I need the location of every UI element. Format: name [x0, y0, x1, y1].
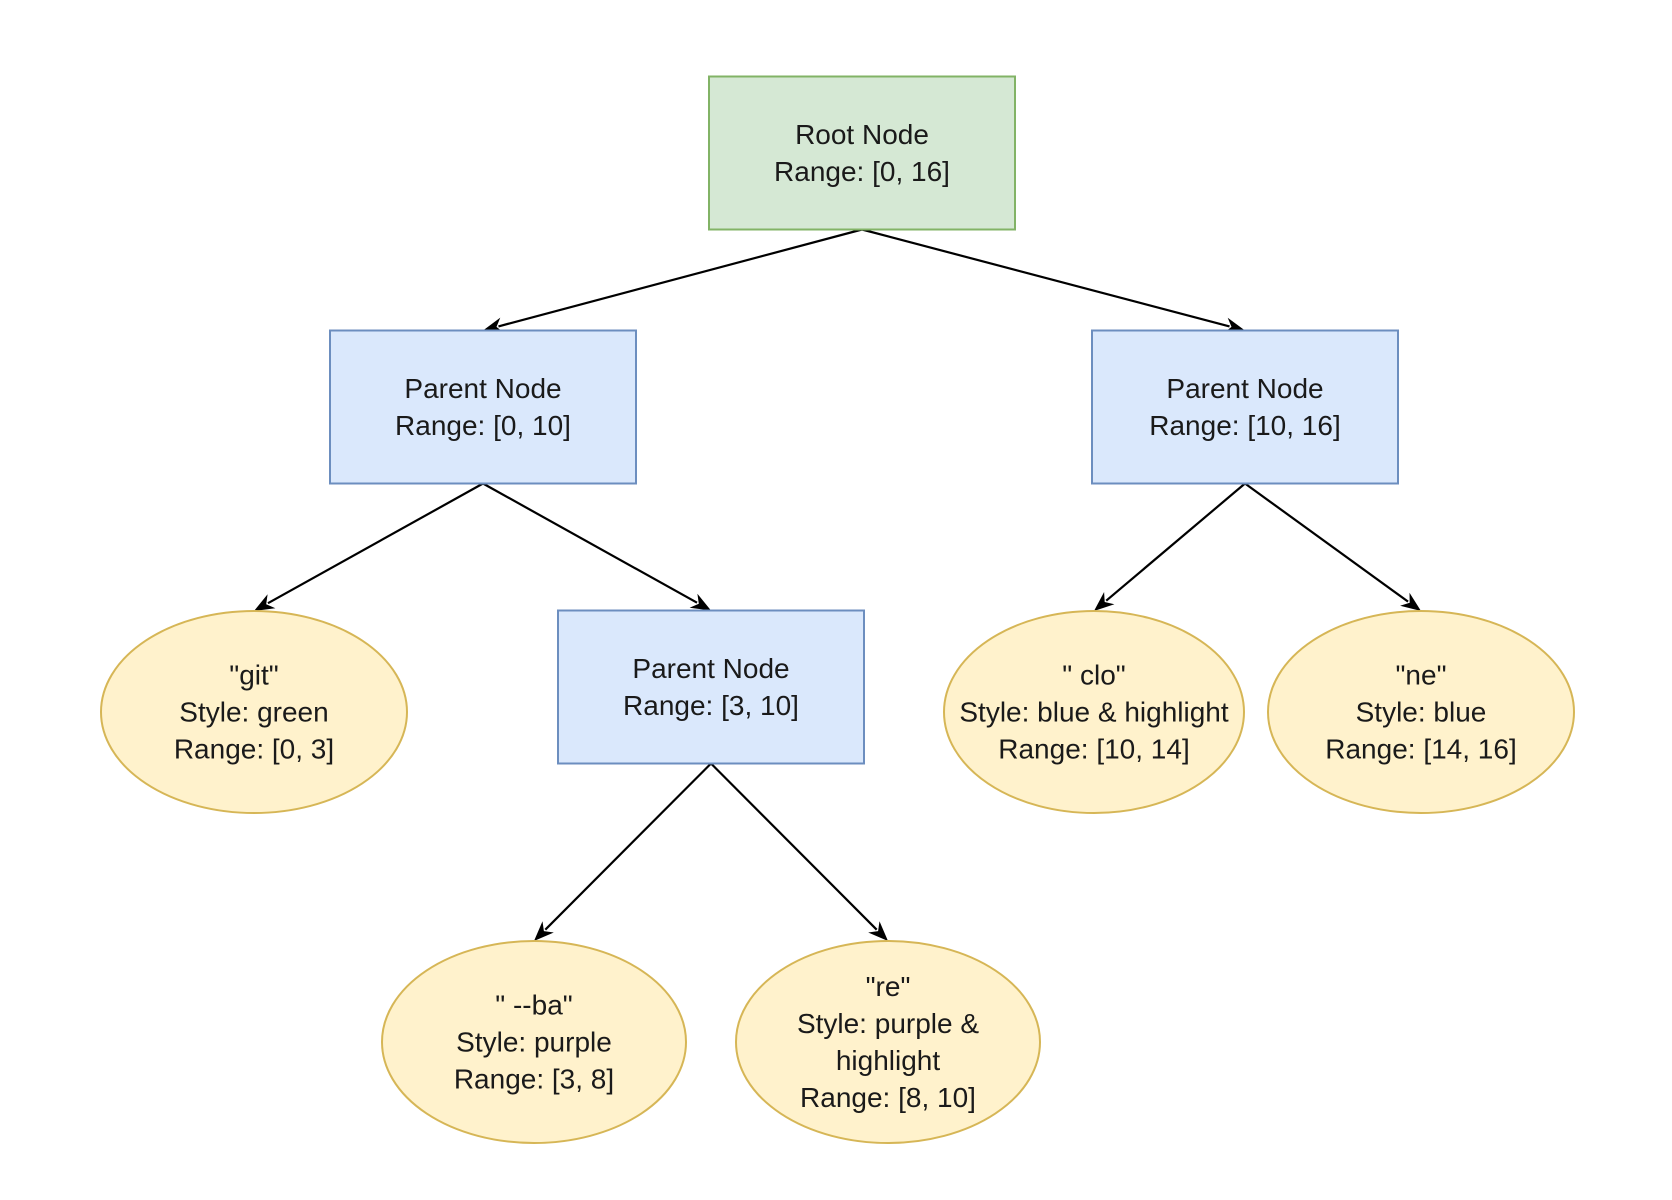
- edge-root-to-parent_left: [498, 228, 863, 328]
- arrowhead-parent_right: [1223, 317, 1245, 334]
- node-label-line: Parent Node: [404, 373, 561, 404]
- node-label-line: " clo": [1062, 660, 1125, 691]
- node-label-line: Range: [3, 10]: [623, 690, 799, 721]
- node-box: [1091, 329, 1399, 485]
- node-label-line: Range: [3, 8]: [454, 1064, 614, 1095]
- node-label-line: Style: purple: [456, 1027, 612, 1058]
- edge-parent_left-to-parent_mid: [482, 482, 698, 604]
- edge-parent_right-to-leaf_ne: [1244, 482, 1409, 603]
- edges-layer: [254, 228, 1421, 941]
- edge-parent_mid-to-leaf_re: [710, 762, 878, 931]
- node-box: [557, 609, 865, 765]
- node-label-line: Parent Node: [1166, 373, 1323, 404]
- arrowhead-leaf_ne: [1400, 592, 1421, 611]
- node-ellipse: [735, 940, 1041, 1144]
- node-label-line: Range: [8, 10]: [800, 1082, 976, 1113]
- node-ellipse: [943, 610, 1245, 814]
- node-box: [708, 75, 1016, 231]
- node-box: [329, 329, 637, 485]
- arrowhead-leaf_re: [868, 921, 888, 941]
- node-ellipse: [100, 610, 408, 814]
- node-label-line: Style: purple &: [797, 1008, 979, 1039]
- edge-parent_mid-to-leaf_ba: [544, 762, 712, 931]
- node-label-line: Range: [0, 3]: [174, 734, 334, 765]
- node-label-line: Range: [10, 14]: [998, 734, 1189, 765]
- node-label-line: Style: green: [179, 697, 328, 728]
- arrowhead-parent_left: [483, 317, 505, 334]
- node-label-line: Range: [0, 10]: [395, 410, 571, 441]
- node-label-line: "re": [866, 971, 911, 1002]
- arrowhead-leaf_git: [254, 594, 276, 611]
- node-label-line: Style: blue: [1356, 697, 1487, 728]
- node-ellipse: [381, 940, 687, 1144]
- node-label-line: Parent Node: [632, 653, 789, 684]
- node-label-line: Style: blue & highlight: [959, 697, 1229, 728]
- arrowhead-parent_mid: [689, 593, 711, 611]
- node-label-line: highlight: [836, 1045, 941, 1076]
- edge-root-to-parent_right: [861, 228, 1230, 328]
- node-label-line: Range: [14, 16]: [1325, 734, 1516, 765]
- edge-parent_right-to-leaf_clo: [1105, 482, 1246, 602]
- node-label-line: Range: [0, 16]: [774, 156, 950, 187]
- node-label-line: Root Node: [795, 119, 929, 150]
- node-label-line: " --ba": [495, 990, 572, 1021]
- arrowhead-leaf_ba: [534, 921, 554, 941]
- arrowhead-leaf_clo: [1094, 592, 1115, 611]
- node-label-line: "git": [229, 660, 278, 691]
- node-label-line: Range: [10, 16]: [1149, 410, 1340, 441]
- edge-parent_left-to-leaf_git: [267, 482, 484, 605]
- node-label-line: "ne": [1395, 660, 1446, 691]
- node-ellipse: [1267, 610, 1575, 814]
